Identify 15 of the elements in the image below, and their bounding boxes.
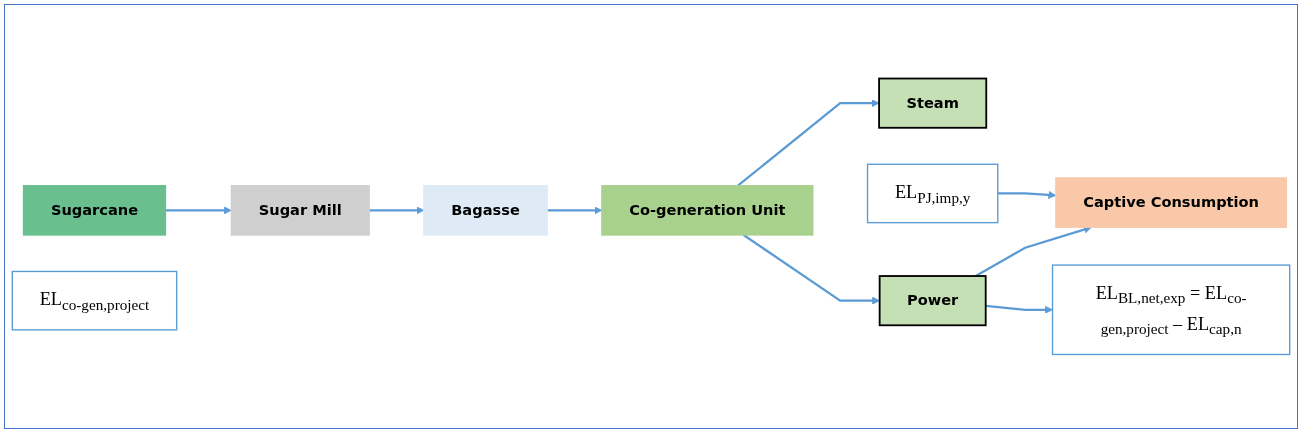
- node-box: [423, 185, 548, 236]
- node-box: [22, 185, 167, 236]
- diagram-frame: Sugarcane Sugar Mill Bagasse EL$_{co-gen,project}$ Co-generation Unit Steam Power Captive Consumption EL$_{BL,net,exp}$ = EL$_{co-}$$_{gen,project}$ – EL$_{cap,n}$ EL$_{PJ,imp,y}$: [4, 4, 1298, 429]
- arrow: [985, 304, 1053, 314]
- arrow: [742, 234, 880, 305]
- node-box: [601, 185, 814, 236]
- node-box: [878, 77, 988, 129]
- node-box: [878, 275, 987, 327]
- node-box: [1051, 264, 1291, 356]
- node-box: [1055, 177, 1288, 228]
- node-box: [11, 270, 178, 331]
- node-box: [230, 185, 370, 236]
- node-box: [866, 163, 999, 224]
- arrow: [737, 99, 880, 187]
- arrow: [165, 206, 232, 215]
